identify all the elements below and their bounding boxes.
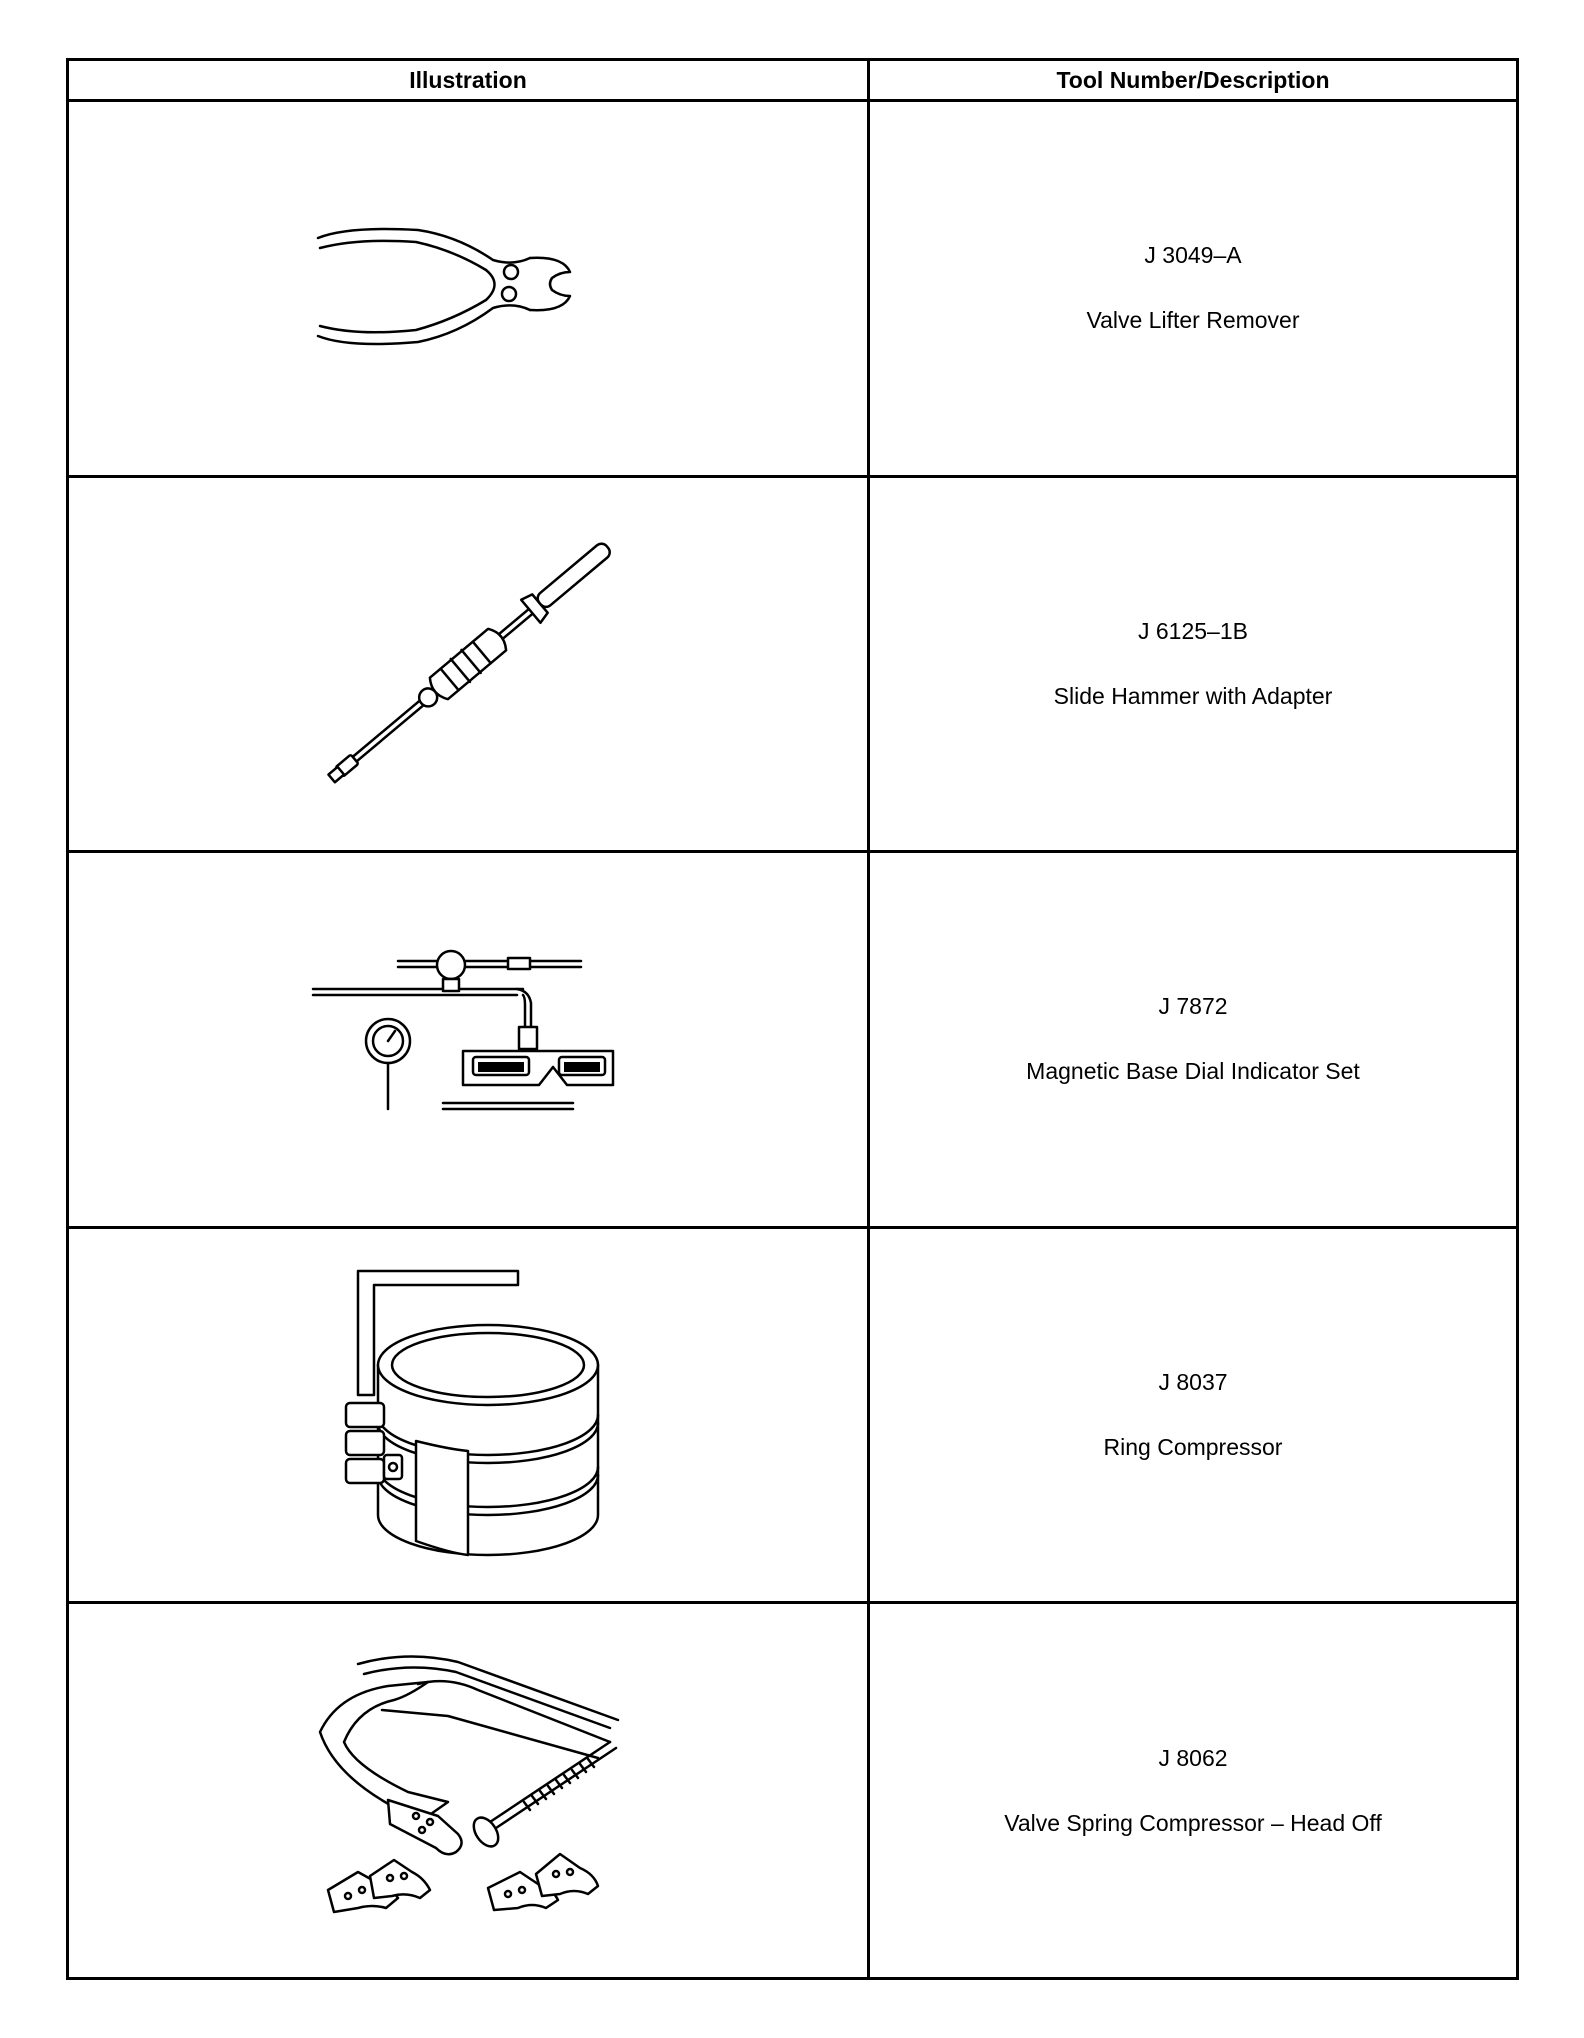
tool-description: Valve Lifter Remover (1086, 307, 1300, 334)
table-row: J 8062 Valve Spring Compressor – Head Of… (66, 1601, 1519, 1980)
illustration-cell (66, 99, 870, 478)
description-cell: J 7872 Magnetic Base Dial Indicator Set (867, 850, 1519, 1229)
tool-description: Valve Spring Compressor – Head Off (1004, 1809, 1382, 1836)
illustration-cell (66, 1225, 870, 1605)
illustration-cell (66, 1601, 870, 1980)
header-tool-description: Tool Number/Description (867, 58, 1519, 102)
illustration-cell (66, 474, 870, 854)
ring-compressor-icon (344, 1269, 600, 1557)
description-cell: J 8037 Ring Compressor (867, 1225, 1519, 1605)
description-cell: J 6125–1B Slide Hammer with Adapter (867, 474, 1519, 854)
tools-table: Illustration Tool Number/Description J (66, 58, 1519, 1980)
description-cell: J 3049–A Valve Lifter Remover (867, 99, 1519, 478)
tool-description: Magnetic Base Dial Indicator Set (1026, 1058, 1360, 1085)
tool-number: J 7872 (1158, 993, 1228, 1020)
tool-description: Ring Compressor (1103, 1434, 1283, 1461)
table-row: J 7872 Magnetic Base Dial Indicator Set (66, 850, 1519, 1229)
tool-description: Slide Hammer with Adapter (1053, 682, 1333, 709)
dial-indicator-icon (311, 950, 615, 1111)
slide-hammer-icon (327, 542, 611, 784)
table-row: J 6125–1B Slide Hammer with Adapter (66, 474, 1519, 854)
table-header-row: Illustration Tool Number/Description (66, 58, 1519, 102)
tool-number: J 8037 (1158, 1369, 1228, 1396)
description-cell: J 8062 Valve Spring Compressor – Head Of… (867, 1601, 1519, 1980)
table-row: J 3049–A Valve Lifter Remover (66, 99, 1519, 478)
pliers-icon (316, 228, 572, 346)
valve-spring-compressor-icon (318, 1654, 620, 1913)
tool-number: J 3049–A (1144, 242, 1242, 269)
header-illustration: Illustration (66, 58, 870, 102)
illustration-cell (66, 850, 870, 1229)
tool-number: J 6125–1B (1138, 617, 1248, 644)
table-row: J 8037 Ring Compressor (66, 1225, 1519, 1605)
tool-number: J 8062 (1158, 1744, 1228, 1771)
